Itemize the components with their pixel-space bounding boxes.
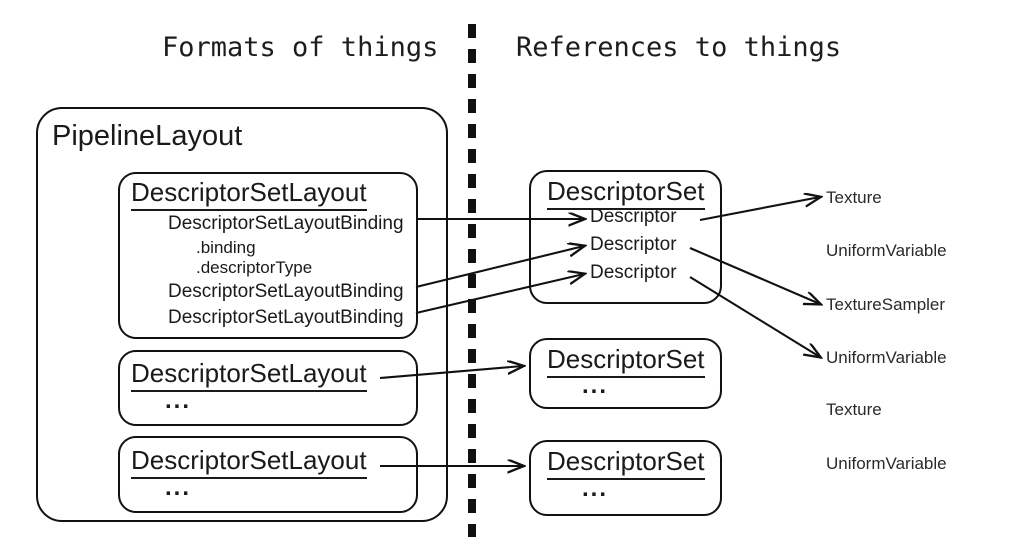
resource-label-texturesampler: TextureSampler bbox=[826, 295, 946, 314]
descriptor-1: Descriptor bbox=[590, 206, 677, 227]
pipeline-layout-title: PipelineLayout bbox=[52, 120, 243, 152]
descriptor-set-layout-ellipsis-3: ... bbox=[165, 474, 192, 501]
descriptor-set-layout-binding-1: DescriptorSetLayoutBinding bbox=[168, 213, 404, 234]
resource-label-uniformvariable-2: UniformVariable bbox=[826, 348, 947, 367]
descriptor-set-ellipsis-2: ... bbox=[582, 372, 609, 399]
vertical-dashed-divider bbox=[468, 24, 476, 537]
descriptor-set-layout-box-3 bbox=[118, 436, 418, 513]
descriptor-set-layout-title-3: DescriptorSetLayout bbox=[131, 445, 367, 479]
descriptor-set-layout-box-2 bbox=[118, 350, 418, 426]
resource-label-uniformvariable-1: UniformVariable bbox=[826, 241, 947, 260]
descriptor-set-ellipsis-3: ... bbox=[582, 475, 609, 502]
descriptor-set-layout-title-1: DescriptorSetLayout bbox=[131, 177, 367, 211]
resource-label-texture-1: Texture bbox=[826, 188, 882, 207]
descriptor-set-title-3: DescriptorSet bbox=[547, 446, 705, 480]
pipeline-layout-box bbox=[36, 107, 448, 522]
resource-label-uniformvariable-3: UniformVariable bbox=[826, 454, 947, 473]
binding-field-binding: .binding bbox=[196, 238, 256, 257]
descriptor-set-layout-binding-2: DescriptorSetLayoutBinding bbox=[168, 281, 404, 302]
binding-field-descriptor-type: .descriptorType bbox=[196, 258, 313, 277]
descriptor-set-title-2: DescriptorSet bbox=[547, 344, 705, 378]
descriptor-set-title-1: DescriptorSet bbox=[547, 176, 705, 210]
descriptor-set-layout-binding-3: DescriptorSetLayoutBinding bbox=[168, 307, 404, 328]
column-header-formats: Formats of things bbox=[162, 32, 439, 63]
descriptor-set-layout-title-2: DescriptorSetLayout bbox=[131, 358, 367, 392]
descriptor-3: Descriptor bbox=[590, 262, 677, 283]
descriptor-set-box-2 bbox=[529, 338, 722, 409]
descriptor-set-box-3 bbox=[529, 440, 722, 516]
descriptor-set-box-1 bbox=[529, 170, 722, 304]
resource-label-texture-2: Texture bbox=[826, 400, 882, 419]
column-header-references: References to things bbox=[516, 32, 842, 63]
descriptor-set-layout-ellipsis-2: ... bbox=[165, 387, 192, 414]
descriptor-2: Descriptor bbox=[590, 234, 677, 255]
